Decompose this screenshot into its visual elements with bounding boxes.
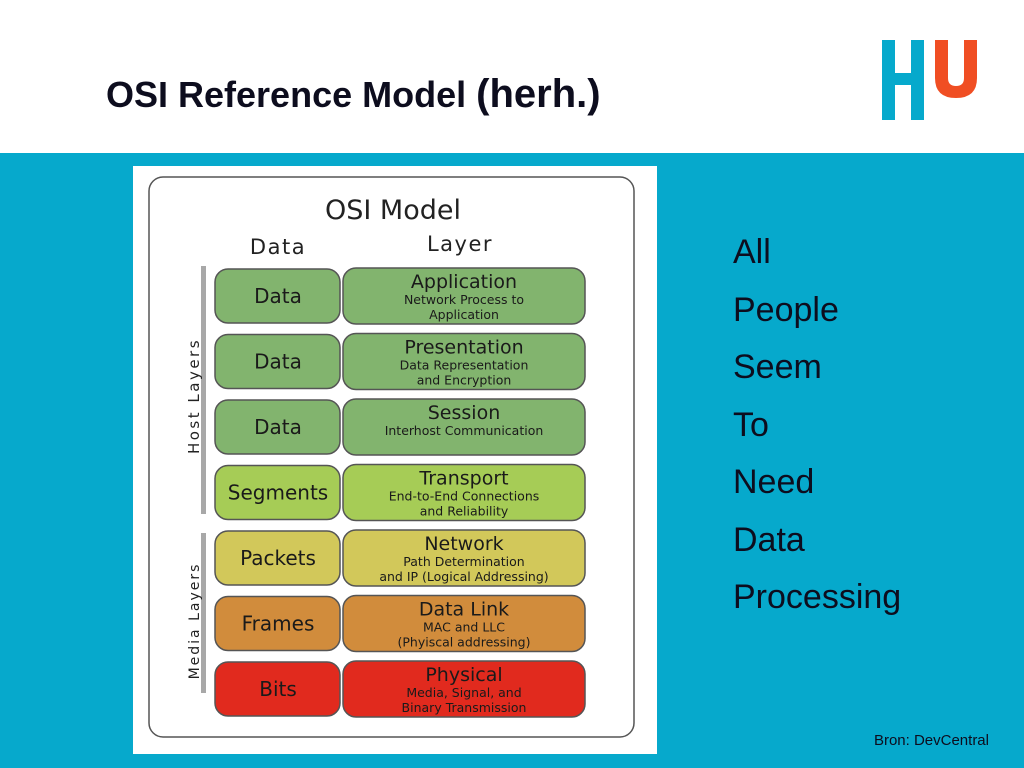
layer-description: Path Determination [403, 554, 524, 569]
osi-diagram: OSI Model Data Layer Host Layers Media L… [148, 176, 635, 738]
data-unit-label: Bits [259, 677, 297, 701]
layer-description: and Encryption [417, 373, 512, 388]
media-layers-bracket [201, 533, 206, 693]
title-suffix: (herh.) [476, 72, 601, 116]
source-credit: Bron: DevCentral [873, 732, 989, 749]
layer-box [342, 267, 586, 325]
layer-box [342, 463, 586, 522]
mnemonic-word: Data [733, 520, 805, 559]
mnemonic-word: Processing [733, 578, 902, 616]
layer-column-header: Layer [427, 232, 493, 256]
layer-box [342, 594, 586, 653]
host-layers-bracket [201, 266, 206, 514]
layer-description: Binary Transmission [402, 700, 527, 715]
layer-description: Interhost Communication [385, 423, 544, 438]
layer-box [342, 529, 586, 587]
layer-name: Transport [418, 468, 508, 490]
mnemonic-word: People [733, 290, 839, 329]
layer-description: and IP (Logical Addressing) [379, 569, 548, 584]
layer-description: (Phyiscal addressing) [397, 635, 530, 650]
layer-description: MAC and LLC [423, 620, 505, 635]
data-unit-label: Packets [240, 546, 316, 570]
data-unit-box [214, 595, 341, 652]
host-layers-label: Host Layers [185, 338, 203, 454]
data-unit-box [214, 268, 341, 324]
data-unit-box [214, 661, 341, 717]
mnemonic-word: Need [733, 463, 815, 501]
layer-name: Network [424, 533, 503, 555]
slide-header: OSI Reference Model (herh.) [0, 0, 1024, 153]
data-unit-box [214, 333, 341, 390]
layer-name: Session [428, 402, 501, 424]
data-unit-label: Data [254, 284, 302, 308]
layer-box [342, 660, 586, 718]
hu-logo-icon [882, 40, 977, 120]
media-layers-label: Media Layers [187, 563, 203, 680]
data-unit-box [214, 530, 341, 586]
mnemonic-word: Seem [733, 348, 822, 386]
layer-name: Physical [425, 664, 502, 686]
data-unit-box [214, 399, 341, 455]
layer-description: Network Process to [404, 292, 524, 307]
data-column-header: Data [250, 235, 306, 259]
data-unit-label: Segments [228, 481, 328, 505]
data-unit-label: Frames [242, 612, 315, 636]
mnemonic-word: All [733, 233, 771, 271]
layer-description: End-to-End Connections [389, 489, 540, 504]
mnemonic-word: To [733, 405, 769, 444]
data-unit-label: Data [254, 415, 302, 439]
layer-description: Application [429, 307, 499, 322]
layer-name: Application [411, 271, 517, 293]
logo-bar [911, 40, 924, 120]
layer-description: Media, Signal, and [406, 685, 521, 700]
layer-description: and Reliability [420, 504, 509, 519]
layer-name: Data Link [419, 599, 509, 621]
diagram-border [148, 176, 635, 738]
slide-title: OSI Reference Model (herh.) [106, 72, 601, 117]
title-main: OSI Reference Model [106, 74, 467, 115]
layer-box [342, 398, 586, 456]
logo-bar [893, 73, 913, 85]
mnemonic-list: All People Seem To Need Data Processing [733, 224, 901, 627]
diagram-title: OSI Model [325, 195, 461, 226]
layer-description: Data Representation [400, 358, 529, 373]
data-unit-box [214, 464, 341, 521]
data-unit-label: Data [254, 350, 302, 374]
layer-box [342, 332, 586, 391]
layer-name: Presentation [404, 337, 523, 359]
logo-u [935, 40, 977, 98]
logo-bar [882, 40, 895, 120]
osi-diagram-image: OSI Model Data Layer Host Layers Media L… [133, 166, 657, 754]
